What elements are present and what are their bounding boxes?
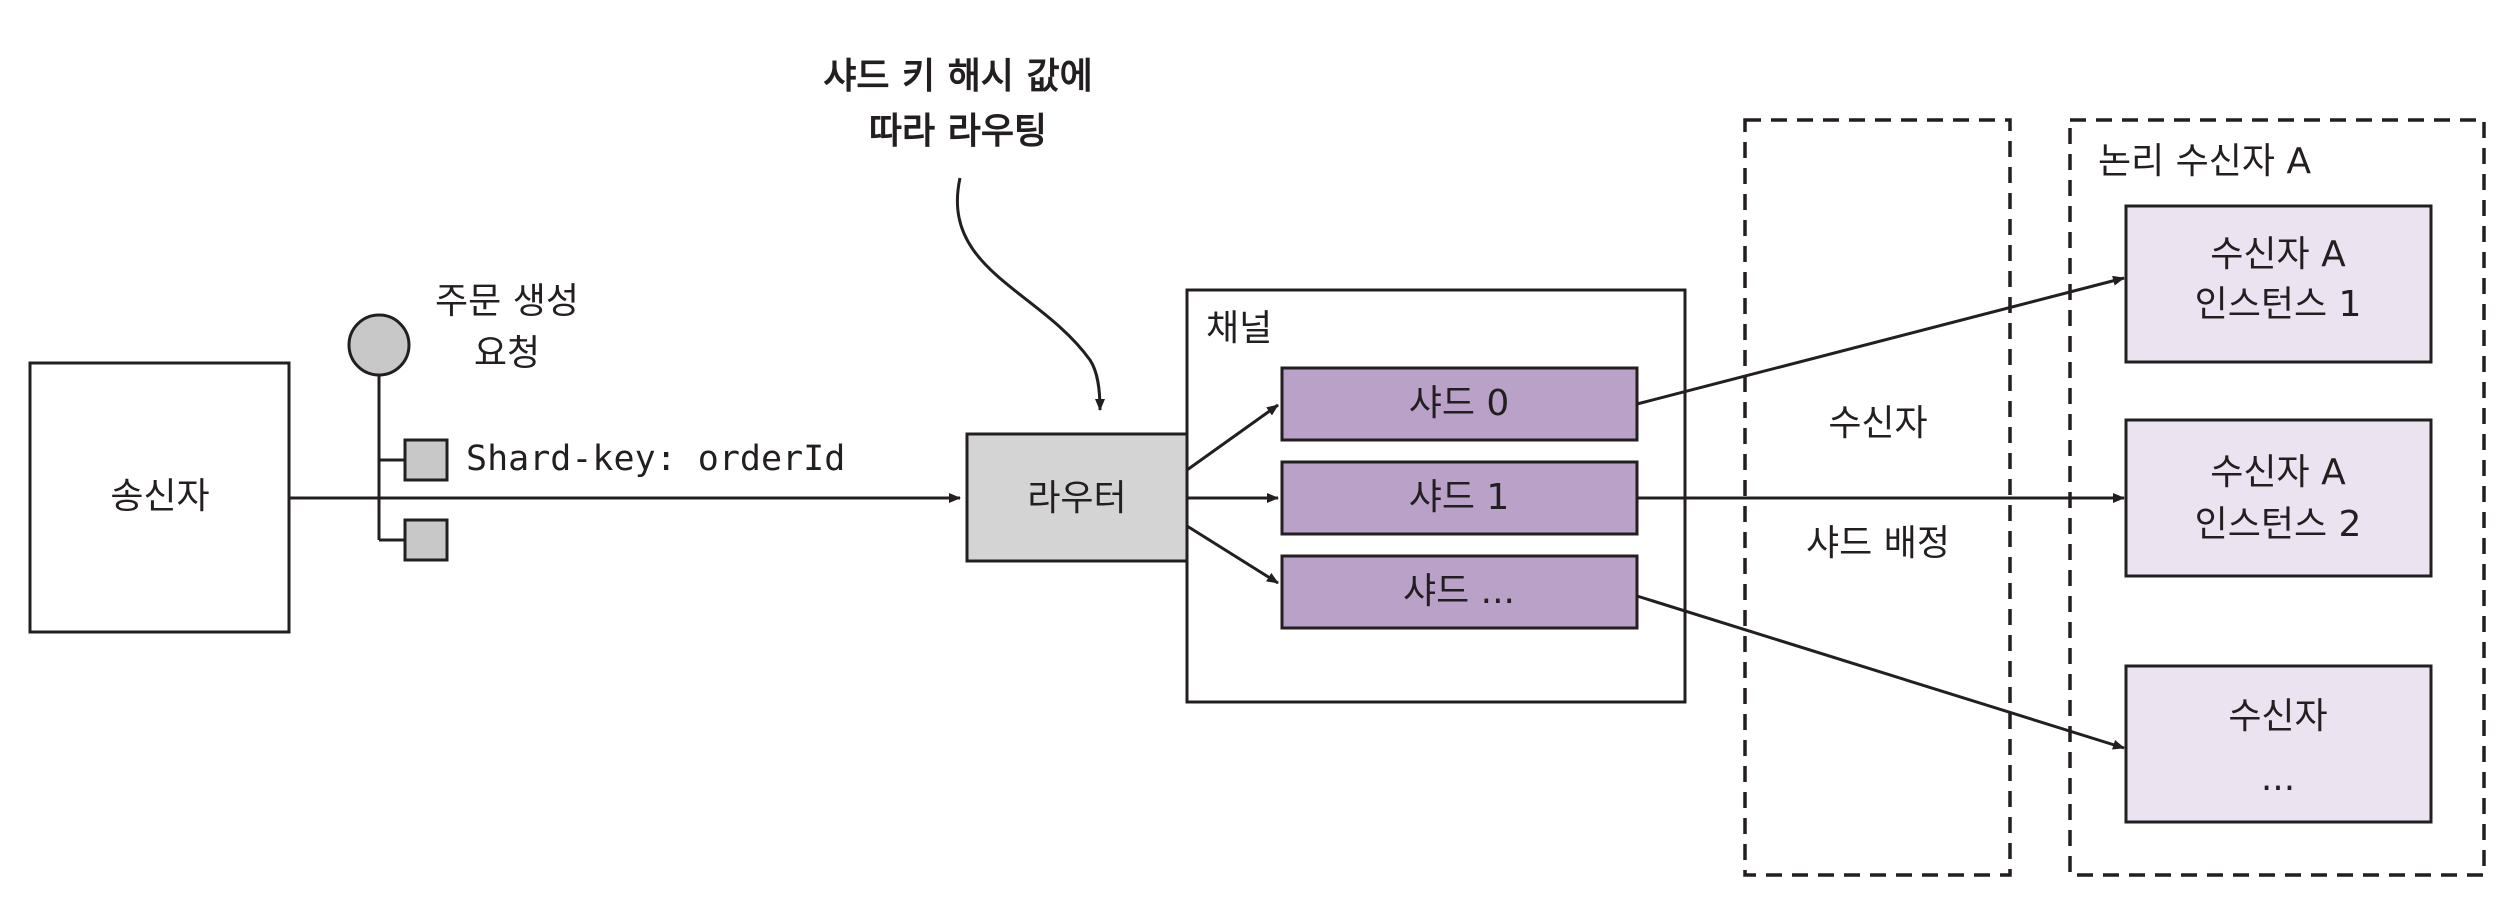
message-icon xyxy=(347,313,411,377)
sender-box xyxy=(28,361,291,634)
annotation-arrow xyxy=(956,177,1105,411)
instance-1-line-1: 수신자 A xyxy=(2210,234,2346,275)
annotation-line-2: 따라 라우팅 xyxy=(869,111,1047,152)
shard-1-label: 샤드 1 xyxy=(1409,477,1510,518)
instance-1-box xyxy=(2124,204,2433,364)
router-box xyxy=(965,432,1189,563)
message-label-line-1: 주문 생성 xyxy=(435,281,579,322)
instance-2-line-2: 인스턴스 2 xyxy=(2195,504,2362,545)
router-to-shard-0-arrow xyxy=(1186,403,1279,472)
shard-n-to-instance-n-arrow xyxy=(1636,594,2125,750)
assignment-label-line-1: 수신자 xyxy=(1828,403,1927,444)
instance-n-box xyxy=(2124,664,2433,824)
assignment-label-line-2: 샤드 배정 xyxy=(1806,523,1950,564)
instance-2-line-1: 수신자 A xyxy=(2210,452,2346,493)
assignment-box xyxy=(1743,118,2012,877)
shard-0-label: 샤드 0 xyxy=(1409,383,1510,424)
sender-label: 송신자 xyxy=(110,476,209,517)
instance-1-line-2: 인스턴스 1 xyxy=(2195,284,2362,325)
shard-1-box xyxy=(1280,460,1639,536)
logical-receiver-label: 논리 수신자 A xyxy=(2098,141,2311,182)
shard-key-header: Shard-key: orderId xyxy=(466,439,845,479)
message-label-line-2: 요청 xyxy=(474,333,540,374)
annotation-line-1: 샤드 키 해시 값에 xyxy=(823,56,1092,97)
shard-0-box xyxy=(1280,366,1639,442)
shard-n-label: 샤드 ... xyxy=(1403,571,1515,612)
router-label: 라우터 xyxy=(1027,478,1126,519)
instance-2-box xyxy=(2124,418,2433,578)
message-header-icon xyxy=(403,438,449,482)
instance-n-line-1: 수신자 xyxy=(2228,696,2327,737)
instance-n-line-2: ... xyxy=(2261,758,2295,799)
channel-label: 채널 xyxy=(1206,308,1272,349)
shard-0-to-instance-1-arrow xyxy=(1636,275,2125,406)
shard-n-box xyxy=(1280,554,1639,630)
router-to-shard-n-arrow xyxy=(1186,524,1279,585)
message-body-icon xyxy=(403,518,449,562)
